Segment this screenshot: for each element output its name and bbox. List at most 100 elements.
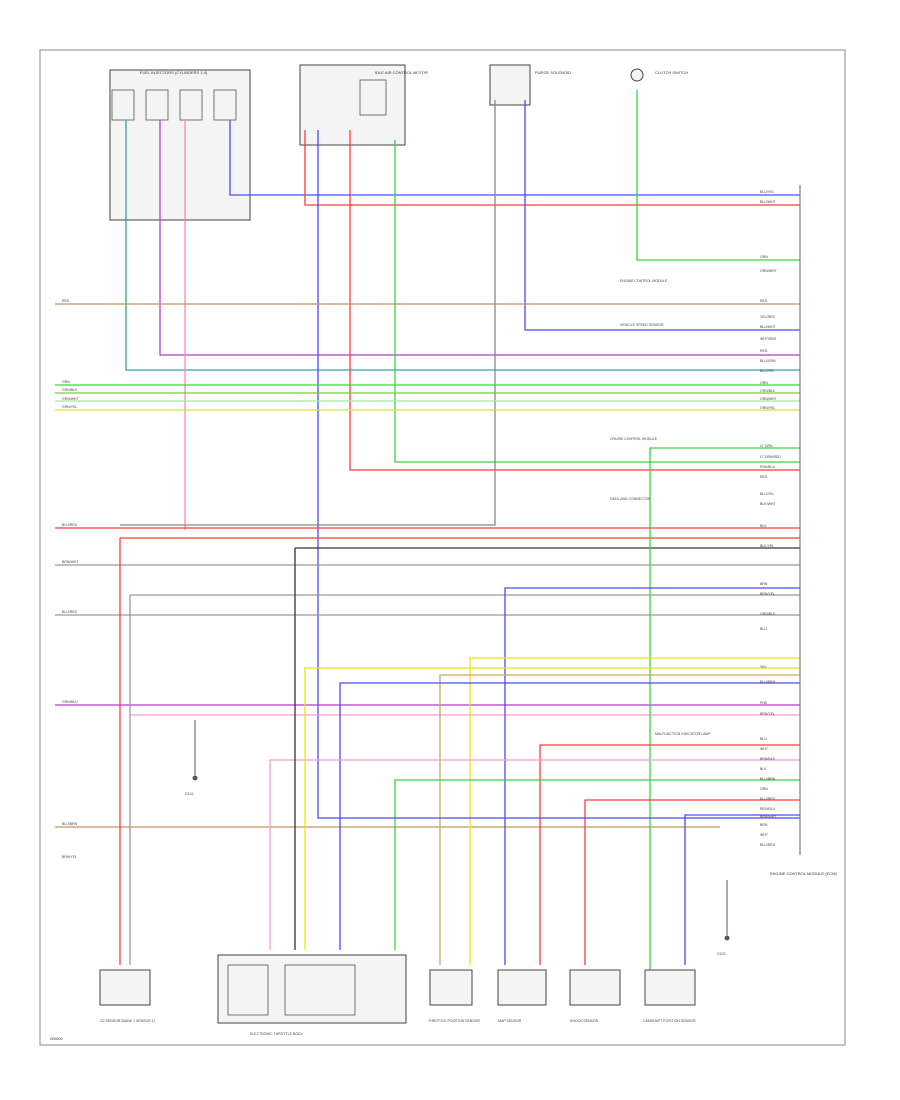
wire-clutch bbox=[636, 90, 800, 261]
wire-purge-1 bbox=[524, 100, 800, 331]
wire-r-yel2 bbox=[304, 667, 800, 950]
wire-inj-4 bbox=[229, 120, 800, 196]
wire-iac-3 bbox=[349, 130, 800, 471]
right-label: PNK/BLU bbox=[760, 465, 775, 469]
mid-notes: ENGINE CONTROL MODULE VEHICLE SPEED SENS… bbox=[610, 279, 711, 736]
bottom-o2-sensor: O2 SENSOR (BANK 1 SENSOR 1) bbox=[99, 969, 155, 1023]
diagram-frame bbox=[39, 49, 846, 1046]
right-label: BRN/YEL bbox=[760, 592, 775, 596]
ground-2: G102 bbox=[717, 880, 730, 956]
right-label: BLU/YEL bbox=[760, 369, 774, 373]
bottom-knock: KNOCK SENSOR bbox=[569, 969, 621, 1023]
left-labels: RED GRN GRN/BLK GRN/WHT GRN/YEL BLU/RED … bbox=[62, 299, 80, 859]
top-iac-motor: IDLE AIR CONTROL MOTOR bbox=[299, 64, 428, 146]
wire-r-blue1 bbox=[504, 587, 800, 965]
wire-r-yel1 bbox=[469, 657, 800, 965]
o2-label: O2 SENSOR (BANK 1 SENSOR 1) bbox=[100, 1019, 155, 1023]
note-2: VEHICLE SPEED SENSOR bbox=[620, 323, 664, 327]
right-label: BLU/GRN bbox=[760, 359, 776, 363]
right-label: BLU/WHT bbox=[760, 200, 777, 204]
left-label: GRN/BLK bbox=[62, 388, 78, 392]
right-label: BLK/WHT bbox=[760, 502, 776, 506]
throttle-body-label: ELECTRONIC THROTTLE BODY bbox=[250, 1032, 303, 1036]
right-label: BLU bbox=[760, 627, 767, 631]
tps-label: THROTTLE POSITION SENSOR bbox=[428, 1019, 480, 1023]
right-label: BLU/BRN bbox=[760, 777, 776, 781]
wire-group bbox=[55, 90, 800, 990]
right-label: GRN/BLK bbox=[760, 612, 776, 616]
wire-inj-1 bbox=[125, 120, 800, 371]
note-4: DATA LINK CONNECTOR bbox=[610, 497, 651, 501]
right-label: PNK bbox=[760, 701, 768, 705]
wire-r-red1 bbox=[539, 744, 800, 965]
right-label: LT GRN/RED bbox=[760, 455, 781, 459]
note-3: CRUISE CONTROL MODULE bbox=[610, 437, 658, 441]
right-label: BLU/YEL bbox=[760, 190, 774, 194]
right-label: GRN bbox=[760, 787, 768, 791]
note-5: MALFUNCTION INDICATOR LAMP bbox=[655, 732, 711, 736]
ground-label: G102 bbox=[717, 952, 726, 956]
ground-label: G101 bbox=[185, 792, 194, 796]
wire-r-blue2 bbox=[339, 682, 800, 950]
wire-r-red2 bbox=[584, 799, 800, 965]
clutch-switch-label: CLUTCH SWITCH bbox=[655, 70, 688, 75]
bottom-cam: CAMSHAFT POSITION SENSOR bbox=[643, 969, 696, 1023]
right-label: LT GRN bbox=[760, 444, 773, 448]
fuel-injectors-label: FUEL INJECTORS (CYLINDERS 1-4) bbox=[140, 70, 208, 75]
wire-iac-4 bbox=[394, 140, 800, 463]
ecm-label: ENGINE CONTROL MODULE (ECM) bbox=[770, 871, 837, 876]
top-fuel-injectors: FUEL INJECTORS (CYLINDERS 1-4) bbox=[109, 69, 251, 221]
right-label: BLU/RED bbox=[760, 843, 776, 847]
right-label: BLK bbox=[760, 767, 767, 771]
ground-1: G101 bbox=[185, 720, 198, 796]
right-label: BLK/YEL bbox=[760, 544, 774, 548]
page-id: W0000 bbox=[50, 1036, 63, 1041]
wire-iac-1 bbox=[304, 130, 800, 206]
right-label: BLU/WHT bbox=[760, 325, 777, 329]
left-label: BLU/BRN bbox=[62, 822, 78, 826]
ecm-connector: ENGINE CONTROL MODULE (ECM) bbox=[770, 185, 837, 876]
right-label: BRN/BLK bbox=[760, 757, 776, 761]
right-label: WHT/RED bbox=[760, 337, 777, 341]
right-label: GRN bbox=[760, 255, 768, 259]
left-label: BLU/RED bbox=[62, 523, 78, 527]
right-labels: BLU/YEL BLU/WHT GRN GRN/WHT RED YEL/RED … bbox=[760, 190, 781, 847]
right-label: RED/BLU bbox=[760, 807, 776, 811]
right-label: RED bbox=[760, 349, 768, 353]
wire-r-green2 bbox=[394, 779, 800, 950]
top-purge-solenoid: PURGE SOLENOID bbox=[489, 64, 571, 106]
bottom-tps: THROTTLE POSITION SENSOR bbox=[428, 969, 480, 1023]
right-label: GRN/WHT bbox=[760, 269, 778, 273]
right-label: WHT bbox=[760, 747, 769, 751]
right-label: GRN/BLK bbox=[760, 389, 776, 393]
purge-solenoid-label: PURGE SOLENOID bbox=[535, 70, 571, 75]
right-label: YEL/RED bbox=[760, 315, 775, 319]
knock-label: KNOCK SENSOR bbox=[570, 1019, 599, 1023]
wire-purge-2 bbox=[120, 100, 496, 526]
left-label: BLU/RED bbox=[62, 610, 78, 614]
bottom-map: MAP SENSOR bbox=[497, 969, 547, 1023]
right-label: BLU/YEL bbox=[760, 492, 774, 496]
wire-r-lgrn bbox=[649, 447, 800, 990]
wire-r-brnylw bbox=[439, 674, 800, 965]
wire-inj-2 bbox=[159, 120, 800, 356]
right-label: BLU/BRN bbox=[760, 680, 776, 684]
iac-motor-label: IDLE AIR CONTROL MOTOR bbox=[375, 70, 428, 75]
right-label: BRN/WHT bbox=[760, 815, 777, 819]
right-label: GRN/WHT bbox=[760, 397, 778, 401]
right-label: BRN bbox=[760, 823, 768, 827]
right-label: WHT bbox=[760, 833, 769, 837]
wire-r-pink2 bbox=[269, 759, 800, 950]
top-clutch-switch: CLUTCH SWITCH bbox=[630, 68, 688, 82]
bottom-throttle-body: ELECTRONIC THROTTLE BODY bbox=[217, 954, 407, 1036]
right-label: RED bbox=[760, 475, 768, 479]
left-label: BRN/WHT bbox=[62, 560, 79, 564]
left-label: GRN/WHT bbox=[62, 397, 80, 401]
left-label: GRN bbox=[62, 380, 70, 384]
left-label: RED bbox=[62, 299, 70, 303]
right-label: BRN/YEL bbox=[760, 712, 775, 716]
left-label: BRN/YEL bbox=[62, 855, 77, 859]
right-label: RED bbox=[760, 299, 768, 303]
right-label: BLU/RED bbox=[760, 797, 776, 801]
